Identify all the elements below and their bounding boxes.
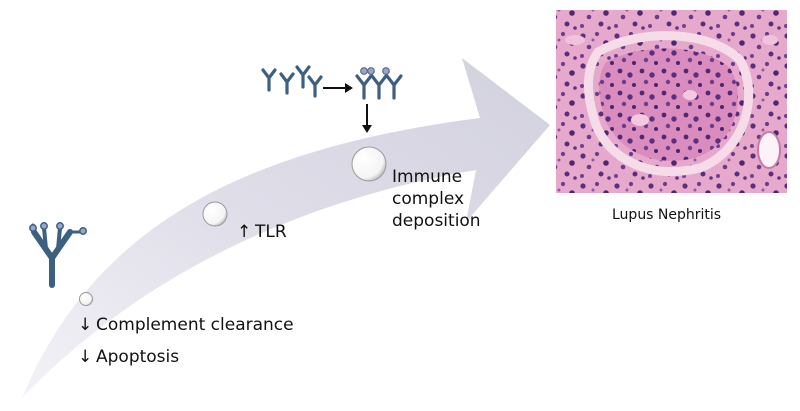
immune-complex-deposition-label: Immune complex deposition — [392, 167, 481, 231]
progression-arrow — [22, 58, 550, 398]
antibody-icon — [29, 222, 87, 288]
histology-caption: Lupus Nephritis — [612, 207, 722, 223]
increase-arrow-icon: ↑ — [237, 222, 252, 242]
apoptosis-label: ↓Apoptosis — [78, 347, 180, 367]
tlr-label: ↑TLR — [237, 222, 287, 242]
histology-image — [556, 10, 787, 193]
arrow-right-icon — [323, 83, 353, 93]
step-circle-icon — [202, 201, 228, 227]
complement-clearance-label: ↓Complement clearance — [78, 315, 294, 335]
step-circle-icon — [79, 292, 93, 306]
step-circle-icon — [351, 146, 387, 182]
arrow-down-icon — [362, 104, 372, 133]
decrease-arrow-icon: ↓ — [78, 347, 93, 367]
free-antibodies-icon — [261, 65, 323, 98]
immune-complex-icon — [355, 67, 403, 100]
decrease-arrow-icon: ↓ — [78, 315, 93, 335]
